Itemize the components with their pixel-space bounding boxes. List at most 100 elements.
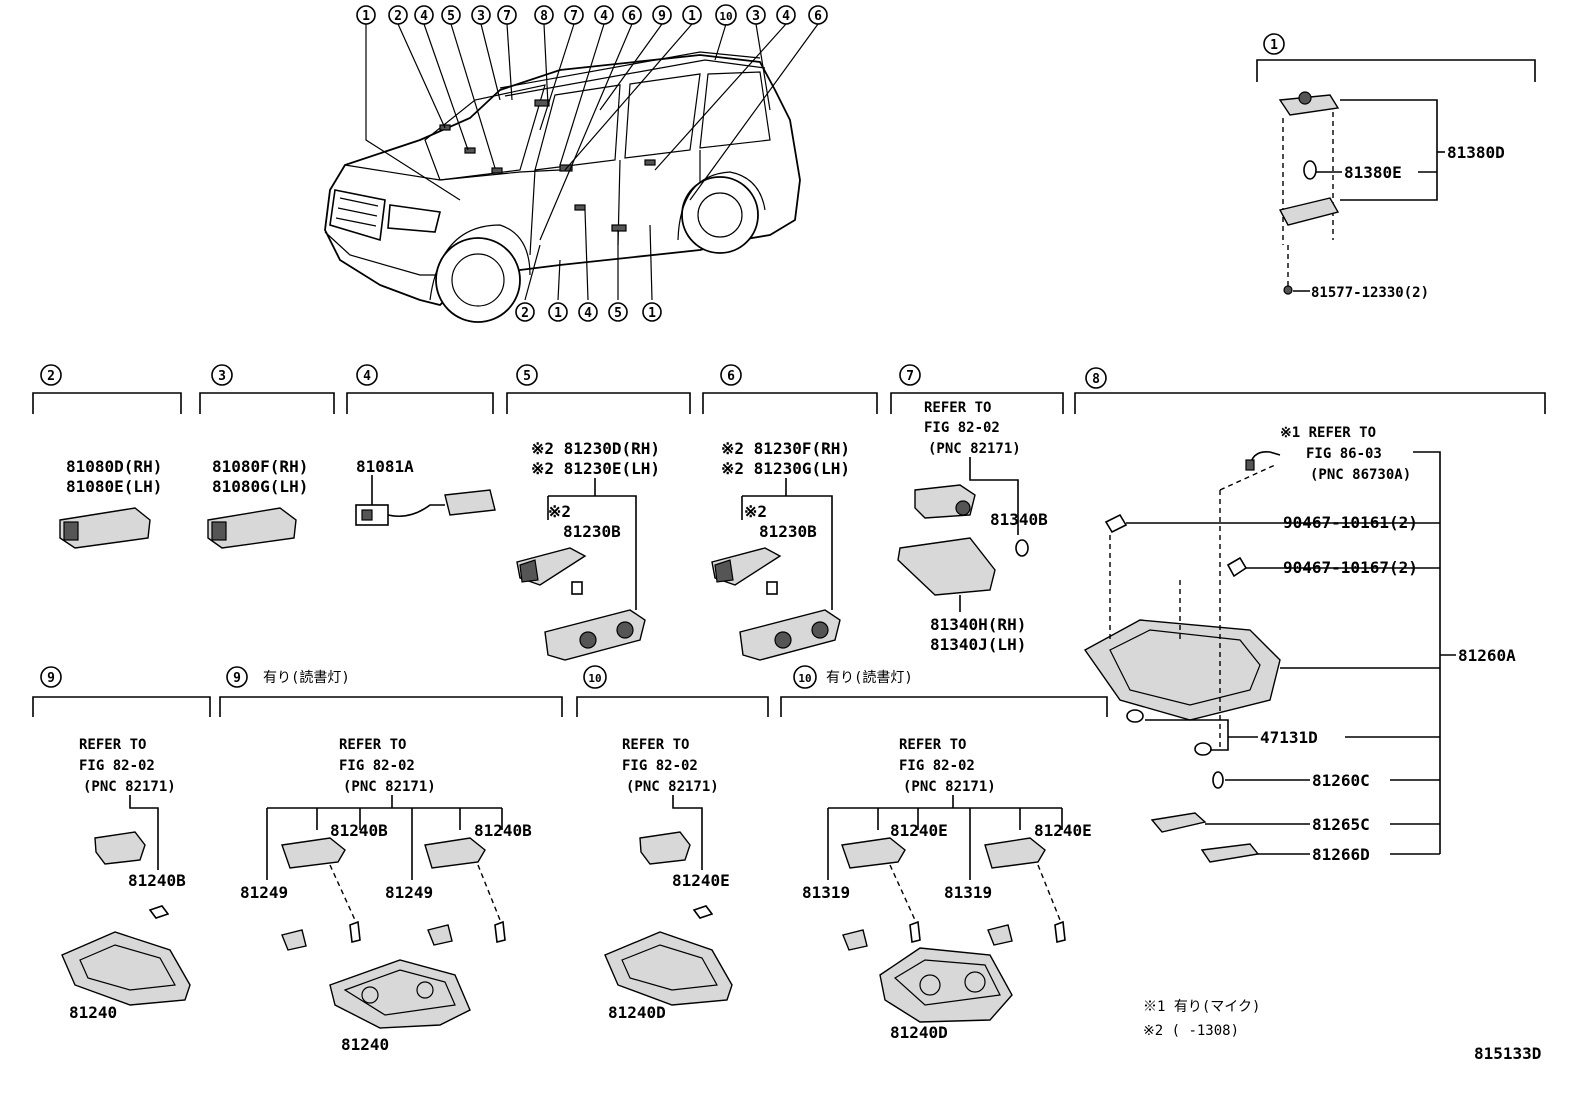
group-9a: 9 REFER TO FIG 82-02 (PNC 82171) 81240B … [32,666,211,1022]
refer-text: REFER TO [924,400,991,416]
svg-text:4: 4 [600,9,608,24]
svg-text:7: 7 [570,9,578,24]
part-number: 90467-10167(2) [1283,558,1418,577]
callout-circle: 1 [548,302,568,322]
callout-circle: 8 [534,5,554,25]
svg-text:9: 9 [658,9,666,24]
part-number: 81240 [341,1035,389,1054]
part-number: 81240E [890,821,948,840]
part-number: 81266D [1312,845,1370,864]
part-number: 81240D [890,1023,948,1042]
part-number: 81319 [802,883,850,902]
part-number: 81319 [944,883,992,902]
part-number: 81080D(RH) [66,457,162,476]
svg-text:8: 8 [540,9,548,24]
part-number: 81080G(LH) [212,477,308,496]
svg-text:5: 5 [614,306,622,321]
vehicle-illustration [324,23,819,323]
svg-text:1: 1 [688,9,696,24]
refer-text: (PNC 82171) [343,779,436,795]
callout-circle: 6 [622,5,642,25]
callout-circle: 1 [682,5,702,25]
svg-text:10: 10 [588,672,601,685]
svg-text:4: 4 [584,306,592,321]
callout-circle: 6 [808,5,828,25]
part-number: 81249 [240,883,288,902]
part-number: ※2 [744,502,767,521]
svg-text:3: 3 [752,9,760,24]
part-number: 81230B [759,522,817,541]
part-number: 81240D [608,1003,666,1022]
callout-circle: 4 [578,302,598,322]
refer-text: FIG 82-02 [339,758,415,774]
part-number: 81240E [1034,821,1092,840]
callout-circle: 5 [441,5,461,25]
refer-text: REFER TO [899,737,966,753]
group-8: 8 ※1 REFER TO FIG 86-03 (PNC 86730A) 904… [1074,367,1546,864]
refer-text: FIG 82-02 [924,420,1000,436]
part-number: 81380D [1447,143,1505,162]
group-3: 3 81080F(RH) 81080G(LH) [199,364,335,549]
part-number: 81240B [330,821,388,840]
note-2: ※2 ( -1308) [1143,1023,1239,1039]
refer-text: FIG 82-02 [622,758,698,774]
callout-circle: 10 [715,4,737,26]
part-number: 81340B [990,510,1048,529]
refer-text: FIG 86-03 [1306,446,1382,462]
svg-text:4: 4 [782,9,790,24]
part-number: 81080E(LH) [66,477,162,496]
refer-text: (PNC 82171) [903,779,996,795]
svg-text:9: 9 [233,671,241,686]
part-number: 47131D [1260,728,1318,747]
group-7: 7 REFER TO FIG 82-02 (PNC 82171) 81340B … [890,364,1064,654]
callout-circle: 3 [746,5,766,25]
part-number: 81081A [356,457,414,476]
svg-text:7: 7 [503,9,511,24]
svg-text:6: 6 [727,369,735,384]
part-number: ※2 81230G(LH) [721,459,850,478]
car-callouts-top: 1 2 4 5 3 7 8 7 4 6 9 1 10 3 4 6 [356,4,828,26]
svg-text:2: 2 [521,306,529,321]
svg-text:2: 2 [47,369,55,384]
part-number: 81260C [1312,771,1370,790]
refer-text: REFER TO [79,737,146,753]
part-number: ※2 81230D(RH) [531,439,660,458]
refer-text: FIG 82-02 [899,758,975,774]
svg-text:9: 9 [47,671,55,686]
callout-circle: 1 [356,5,376,25]
svg-text:5: 5 [523,369,531,384]
part-number: 81240B [128,871,186,890]
callout-circle: 4 [776,5,796,25]
part-number: 81265C [1312,815,1370,834]
part-number: 81340J(LH) [930,635,1026,654]
refer-text: (PNC 86730A) [1310,467,1411,483]
callout-circle: 4 [594,5,614,25]
note-1: ※1 有り(マイク) [1143,999,1260,1015]
figure-id: 815133D [1474,1044,1541,1063]
group-2: 2 81080D(RH) 81080E(LH) [32,364,182,549]
group-10a: 10 REFER TO FIG 82-02 (PNC 82171) 81240E… [576,665,769,1022]
group-10b: 10 有り(読書灯) REFER TO FIG 82-02 (PNC 82171… [780,665,1108,1042]
callout-circle: 5 [608,302,628,322]
svg-text:1: 1 [362,9,370,24]
svg-text:4: 4 [363,369,371,384]
refer-text: FIG 82-02 [79,758,155,774]
callout-circle: 9 [652,5,672,25]
part-number: 90467-10161(2) [1283,513,1418,532]
group-4: 4 81081A [346,364,496,526]
callout-circle: 1 [642,302,662,322]
part-number: 81380E [1344,163,1402,182]
callout-circle: 7 [564,5,584,25]
svg-text:1: 1 [648,306,656,321]
svg-text:10: 10 [798,672,811,685]
svg-text:有り(読書灯): 有り(読書灯) [826,669,913,686]
part-number: 81249 [385,883,433,902]
part-number: 81340H(RH) [930,615,1026,634]
callout-circle: 7 [497,5,517,25]
svg-text:7: 7 [906,369,914,384]
part-number: 81080F(RH) [212,457,308,476]
svg-text:1: 1 [1270,38,1278,53]
part-number: ※2 [548,502,571,521]
group-1: 1 81380D 81380E 81577-12330(2) [1256,33,1536,301]
